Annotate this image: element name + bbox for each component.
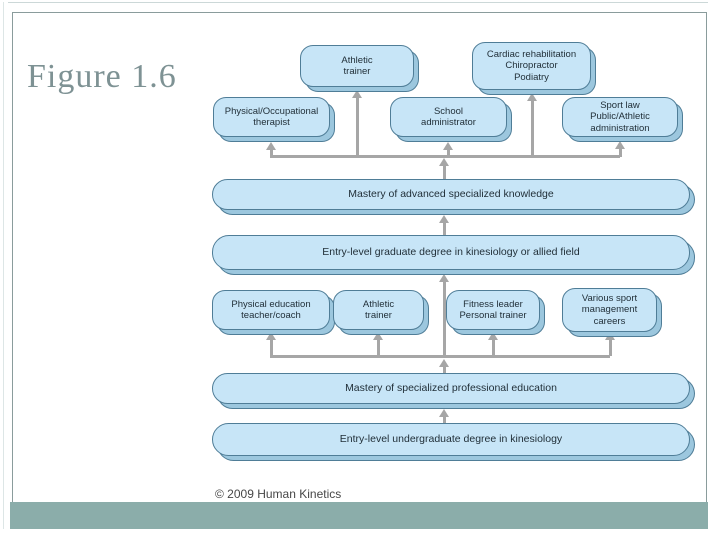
bar-undergraduate-degree: Entry-level undergraduate degree in kine… (212, 423, 690, 456)
connector-lower-hline (270, 355, 610, 358)
left-accent-line (3, 2, 4, 529)
connector-arrow (439, 274, 449, 356)
node-sport-law-administration: Sport law Public/Athletic administration (562, 97, 678, 137)
connector-arrow (373, 332, 383, 356)
copyright-text: © 2009 Human Kinetics (215, 487, 342, 501)
node-school-administrator: School administrator (390, 97, 507, 137)
node-cardiac-rehabilitation: Cardiac rehabilitation Chiropractor Podi… (472, 42, 591, 90)
bar-mastery-advanced-knowledge: Mastery of advanced specialized knowledg… (212, 179, 690, 210)
connector-arrow (439, 158, 449, 180)
bar-mastery-professional-education: Mastery of specialized professional educ… (212, 373, 690, 404)
node-fitness-leader: Fitness leader Personal trainer (446, 290, 540, 330)
bar-graduate-degree: Entry-level graduate degree in kinesiolo… (212, 235, 690, 270)
node-athletic-trainer-undergrad: Athletic trainer (333, 290, 424, 330)
node-sport-management-careers: Various sport management careers (562, 288, 657, 332)
node-physical-education-teacher: Physical education teacher/coach (212, 290, 330, 330)
connector-arrow (443, 142, 453, 157)
connector-arrow (352, 90, 362, 157)
connector-arrow (615, 141, 625, 157)
figure-title: Figure 1.6 (27, 58, 177, 95)
connector-upper-hline (270, 155, 620, 158)
bottom-accent-bar (10, 502, 708, 529)
connector-arrow (439, 359, 449, 374)
connector-arrow (605, 332, 615, 356)
connector-arrow (527, 93, 537, 157)
node-physical-occupational-therapist: Physical/Occupational therapist (213, 97, 330, 137)
connector-arrow (266, 142, 276, 157)
node-athletic-trainer-advanced: Athletic trainer (300, 45, 414, 87)
connector-arrow (266, 332, 276, 356)
connector-arrow (439, 215, 449, 236)
connector-arrow (439, 409, 449, 424)
top-accent-line (8, 2, 708, 3)
connector-arrow (488, 332, 498, 356)
